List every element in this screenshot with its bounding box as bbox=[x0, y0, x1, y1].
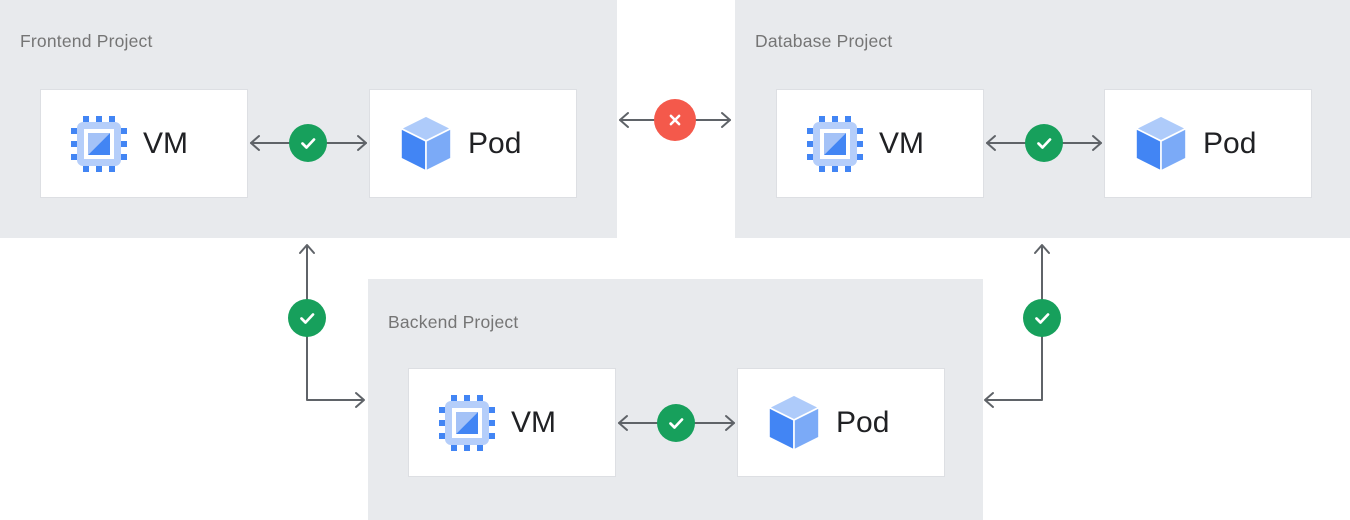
x-icon bbox=[664, 109, 686, 131]
pod-label: Pod bbox=[468, 126, 522, 160]
vm-label: VM bbox=[511, 405, 556, 439]
check-icon bbox=[1030, 306, 1054, 330]
vm-label: VM bbox=[143, 126, 188, 160]
backend-project-title: Backend Project bbox=[388, 312, 519, 332]
pod-cube-icon bbox=[768, 394, 820, 451]
status-allowed-badge-backend-database bbox=[1023, 299, 1061, 337]
pod-label: Pod bbox=[836, 405, 890, 439]
database-pod-node: Pod bbox=[1104, 89, 1312, 198]
vm-chip-icon bbox=[71, 115, 127, 172]
frontend-pod-node: Pod bbox=[369, 89, 577, 198]
database-project-title: Database Project bbox=[755, 31, 893, 51]
backend-pod-node: Pod bbox=[737, 368, 945, 477]
vm-chip-icon bbox=[439, 394, 495, 451]
frontend-project-title: Frontend Project bbox=[20, 31, 153, 51]
status-allowed-badge-frontend-backend bbox=[288, 299, 326, 337]
vm-chip-icon bbox=[807, 115, 863, 172]
status-blocked-badge-frontend-database bbox=[654, 99, 696, 141]
status-allowed-badge-frontend-vm-pod bbox=[289, 124, 327, 162]
frontend-vm-node: VM bbox=[40, 89, 248, 198]
status-allowed-badge-backend-vm-pod bbox=[657, 404, 695, 442]
check-icon bbox=[296, 131, 320, 155]
pod-label: Pod bbox=[1203, 126, 1257, 160]
check-icon bbox=[1032, 131, 1056, 155]
status-allowed-badge-database-vm-pod bbox=[1025, 124, 1063, 162]
backend-vm-node: VM bbox=[408, 368, 616, 477]
check-icon bbox=[295, 306, 319, 330]
vm-label: VM bbox=[879, 126, 924, 160]
database-vm-node: VM bbox=[776, 89, 984, 198]
pod-cube-icon bbox=[1135, 115, 1187, 172]
pod-cube-icon bbox=[400, 115, 452, 172]
check-icon bbox=[664, 411, 688, 435]
